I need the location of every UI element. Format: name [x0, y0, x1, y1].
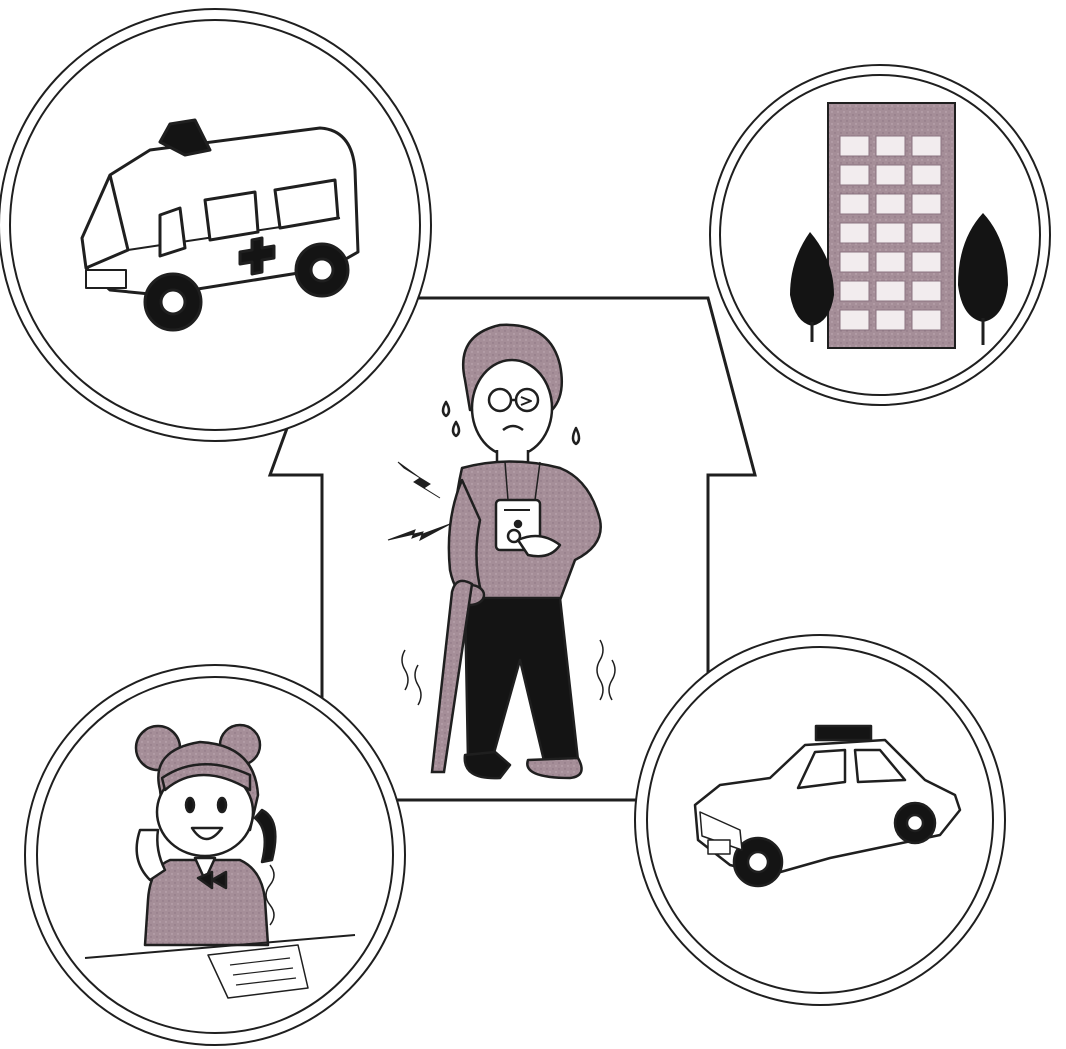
police-node [635, 635, 1005, 1005]
face-icon [472, 360, 552, 456]
building-window [840, 165, 869, 185]
building-window [912, 194, 941, 214]
pain-lightning-icon [388, 462, 450, 540]
building-window [876, 310, 905, 330]
building-window [912, 252, 941, 272]
building-window [912, 281, 941, 301]
building-window [912, 223, 941, 243]
building-window [840, 194, 869, 214]
building-window [876, 223, 905, 243]
building-window [876, 165, 905, 185]
building-window [876, 136, 905, 156]
building-window [912, 165, 941, 185]
building-window [912, 310, 941, 330]
building-window [840, 281, 869, 301]
building-window [840, 223, 869, 243]
building-window [876, 281, 905, 301]
building-window [840, 310, 869, 330]
elderly-man-icon [443, 325, 601, 778]
ambulance-node [0, 9, 431, 441]
building-window [876, 194, 905, 214]
building-window [876, 252, 905, 272]
hospital-node [710, 65, 1050, 405]
building-window [840, 136, 869, 156]
building-window [912, 136, 941, 156]
building-window [840, 252, 869, 272]
call-center-node [25, 665, 405, 1045]
